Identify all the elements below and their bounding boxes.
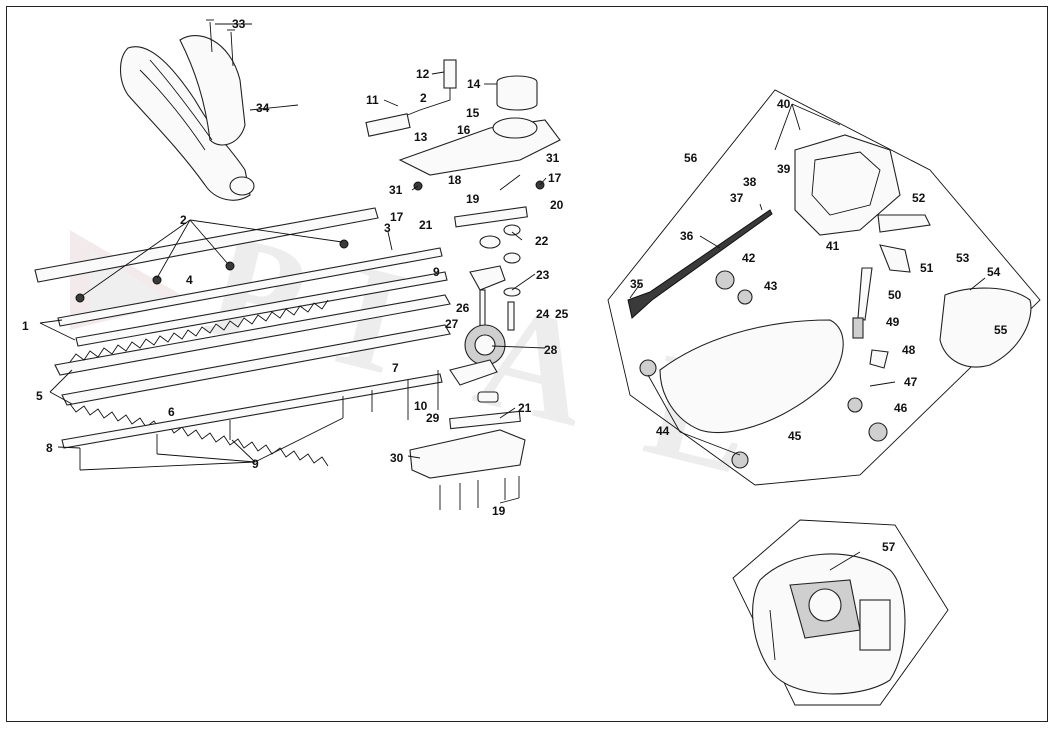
- callout-42: 42: [742, 251, 756, 265]
- callout-54: 54: [987, 265, 1001, 279]
- callout-49: 49: [886, 315, 900, 329]
- callout-26: 26: [456, 301, 470, 315]
- callout-45: 45: [788, 429, 802, 443]
- callout-10: 10: [414, 399, 428, 413]
- callout-29: 29: [426, 411, 440, 425]
- callout-56: 56: [684, 151, 698, 165]
- callout-5: 5: [36, 389, 43, 403]
- callout-19: 19: [492, 504, 506, 518]
- callout-6: 6: [168, 405, 175, 419]
- callout-17: 17: [548, 171, 562, 185]
- callout-50: 50: [888, 288, 902, 302]
- callout-35: 35: [630, 277, 644, 291]
- callout-9: 9: [252, 457, 259, 471]
- callout-20: 20: [550, 198, 564, 212]
- callout-2: 2: [180, 213, 187, 227]
- callout-17: 17: [390, 210, 404, 224]
- callout-12: 12: [416, 67, 430, 81]
- callout-46: 46: [894, 401, 908, 415]
- callout-13: 13: [414, 130, 428, 144]
- callout-38: 38: [743, 175, 757, 189]
- callout-14: 14: [467, 77, 481, 91]
- callout-27: 27: [445, 317, 459, 331]
- callout-1: 1: [22, 319, 29, 333]
- callout-labels: 1 2 2 3 4 5 6 7 8 9 9 10 11 12 13 14 15 …: [22, 17, 1008, 554]
- callout-57: 57: [882, 540, 896, 554]
- callout-41: 41: [826, 239, 840, 253]
- callout-40: 40: [777, 97, 791, 111]
- callout-8: 8: [46, 441, 53, 455]
- callout-21: 21: [419, 218, 433, 232]
- callout-33: 33: [232, 17, 246, 31]
- callout-28: 28: [544, 343, 558, 357]
- callout-44: 44: [656, 424, 670, 438]
- callout-43: 43: [764, 279, 778, 293]
- callout-15: 15: [466, 106, 480, 120]
- rear-handle-assembly: [607, 89, 1041, 486]
- callout-31: 31: [389, 183, 403, 197]
- callout-11: 11: [366, 93, 379, 107]
- callout-39: 39: [777, 162, 791, 176]
- callout-53: 53: [956, 251, 970, 265]
- diagram-frame: [6, 6, 1048, 722]
- callout-52: 52: [912, 191, 926, 205]
- callout-22: 22: [535, 234, 549, 248]
- callout-37: 37: [730, 191, 744, 205]
- callout-16: 16: [457, 123, 471, 137]
- callout-4: 4: [186, 273, 193, 287]
- callout-19: 19: [466, 192, 480, 206]
- callout-48: 48: [902, 343, 916, 357]
- callout-7: 7: [392, 361, 399, 375]
- leader-lines: [39, 23, 986, 571]
- callout-18: 18: [448, 173, 462, 187]
- callout-34: 34: [256, 101, 270, 115]
- blade-assembly: [34, 207, 451, 470]
- callout-51: 51: [920, 261, 934, 275]
- callout-23: 23: [536, 268, 550, 282]
- callout-25: 25: [555, 307, 569, 321]
- callout-3: 3: [384, 221, 391, 235]
- engine-assembly: [732, 519, 949, 706]
- callout-9: 9: [433, 265, 440, 279]
- front-handle-part: [119, 19, 255, 201]
- gearbox-assembly: [365, 59, 561, 510]
- callout-31: 31: [546, 151, 560, 165]
- callout-47: 47: [904, 375, 918, 389]
- callout-30: 30: [390, 451, 404, 465]
- callout-21: 21: [518, 401, 532, 415]
- callout-2: 2: [420, 91, 427, 105]
- callout-36: 36: [680, 229, 694, 243]
- callout-55: 55: [994, 323, 1008, 337]
- callout-24: 24: [536, 307, 550, 321]
